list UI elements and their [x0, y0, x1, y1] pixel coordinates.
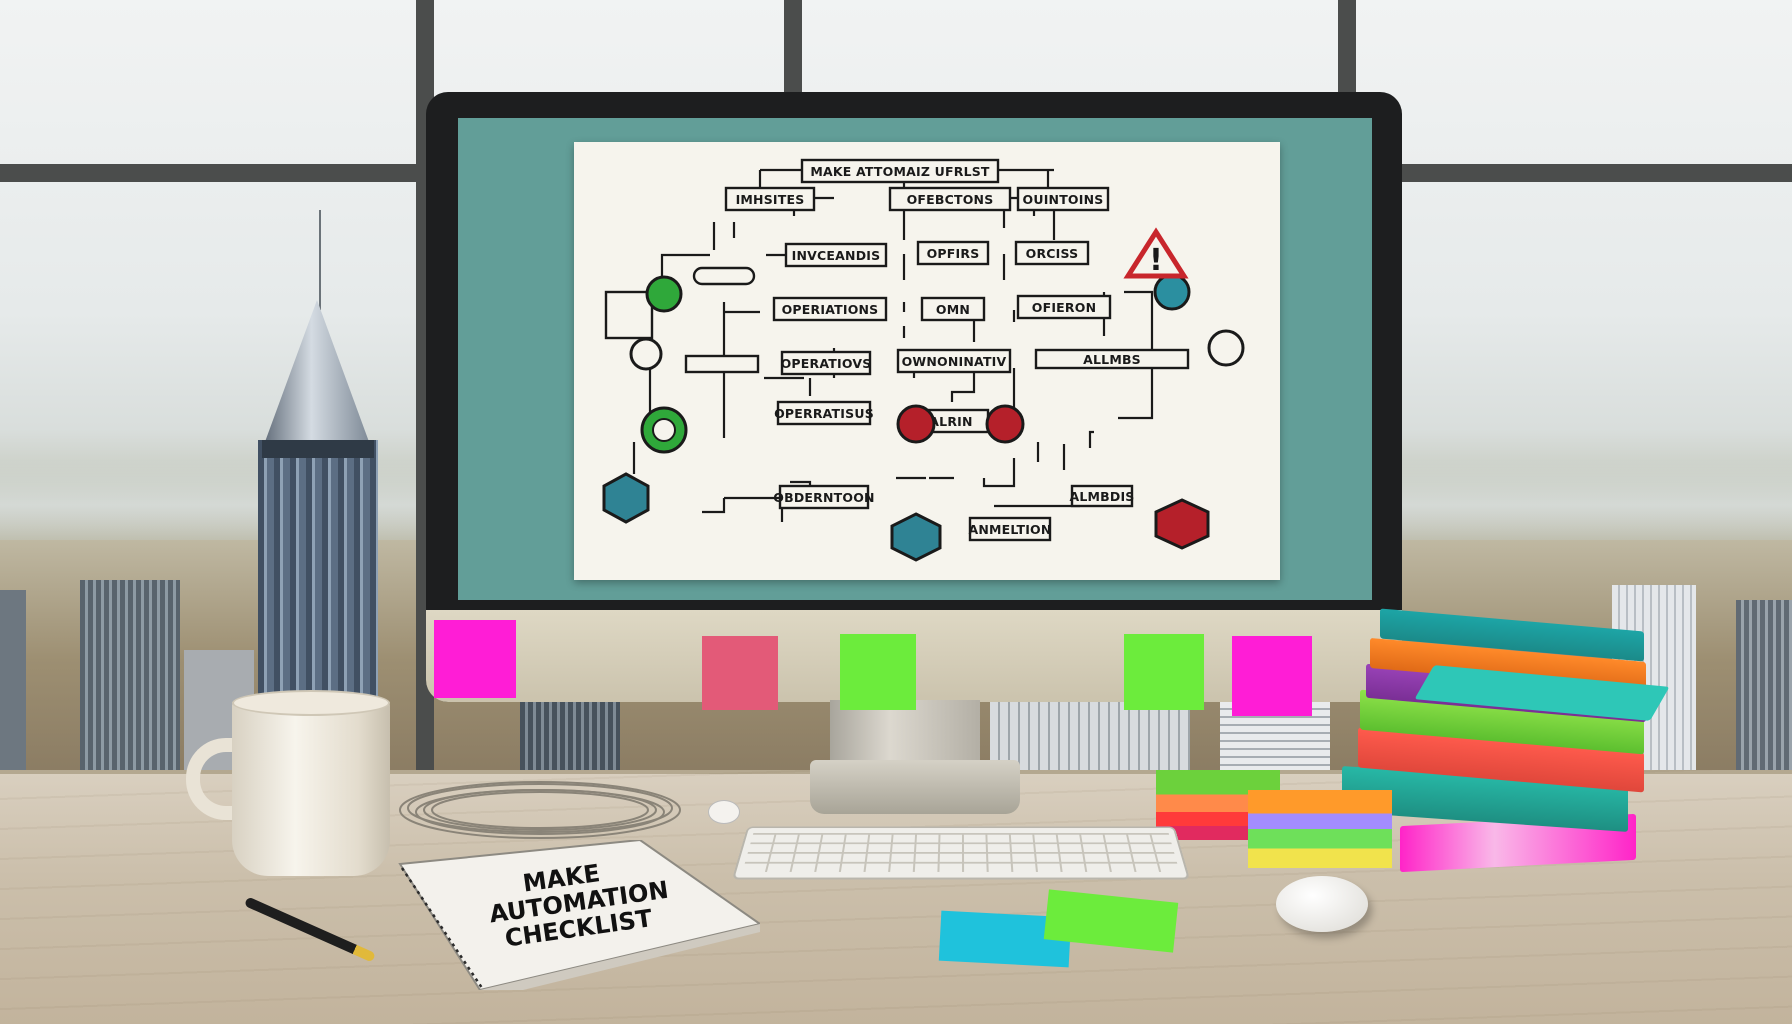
sticky-note-magenta	[1232, 636, 1312, 716]
green-node-icon	[647, 277, 681, 311]
node-label: OUINTOINS	[1023, 192, 1104, 207]
node-label: INVCEANDIS	[792, 248, 881, 263]
green-node-inner	[653, 419, 675, 441]
node-label: OPERRATISUS	[774, 406, 874, 421]
node-label: ALLMBS	[1083, 352, 1141, 367]
node-label: OWNONINATIV	[902, 354, 1007, 369]
keyboard-keys	[742, 833, 1179, 872]
window-frame	[1400, 164, 1792, 182]
node-label: ORCISS	[1026, 246, 1079, 261]
sticky-note-green	[840, 634, 916, 710]
hexagon-node-icon	[1156, 500, 1208, 548]
node-label: OPFIRS	[927, 246, 980, 261]
keyboard	[732, 826, 1190, 879]
skyscraper-left-2	[0, 590, 26, 780]
diagram-title: MAKE ATTOMAIZ UFRLST	[810, 164, 990, 179]
circle-node-icon	[1209, 331, 1243, 365]
monitor-stand-foot	[810, 760, 1020, 814]
window-frame	[784, 0, 802, 100]
node-label: IMHSITES	[736, 192, 805, 207]
node-label: OMN	[936, 302, 970, 317]
tower-band	[262, 440, 374, 458]
node-label: OBDERNTOON	[773, 490, 874, 505]
process-boxes	[606, 160, 1188, 540]
node-label: ALMBDIS	[1069, 489, 1134, 504]
sticky-note-green	[1124, 634, 1204, 710]
node-label: OFEBCTONS	[907, 192, 994, 207]
node-label: OPERIATIONS	[782, 302, 879, 317]
mug-rim	[232, 690, 390, 716]
coiled-cable	[390, 770, 690, 850]
node-label: OFIERON	[1032, 300, 1096, 315]
building-center-glass	[520, 690, 620, 780]
node-label: OPERATIOVS	[781, 356, 872, 371]
building-right-far	[1736, 600, 1792, 780]
checklist-notebook: MAKE AUTOMATION CHECKLIST	[340, 840, 760, 990]
node-label: ANMELTION	[968, 522, 1051, 537]
earbud	[708, 800, 740, 824]
window-frame	[1338, 0, 1356, 100]
red-node-icon	[898, 406, 934, 442]
connector-lines	[634, 170, 1152, 522]
red-node-icon	[987, 406, 1023, 442]
hexagon-node-icon	[604, 474, 648, 522]
node-label: ALRIN	[929, 414, 972, 429]
window-frame	[0, 164, 426, 182]
warning-exclamation: !	[1149, 243, 1163, 278]
sticky-pad-stack	[1248, 790, 1392, 868]
teal-node-icon	[1155, 275, 1189, 309]
mouse	[1276, 876, 1368, 932]
sticky-note-magenta	[434, 620, 516, 698]
hexagon-node-icon	[892, 514, 940, 560]
tower-spire	[319, 210, 321, 310]
circle-node-icon	[631, 339, 661, 369]
flowchart-diagram: MAKE ATTOMAIZ UFRLST IMHSITES OFEBCTONS …	[574, 142, 1280, 580]
skyscraper-left	[80, 580, 180, 780]
sticky-note-pink	[702, 636, 778, 710]
